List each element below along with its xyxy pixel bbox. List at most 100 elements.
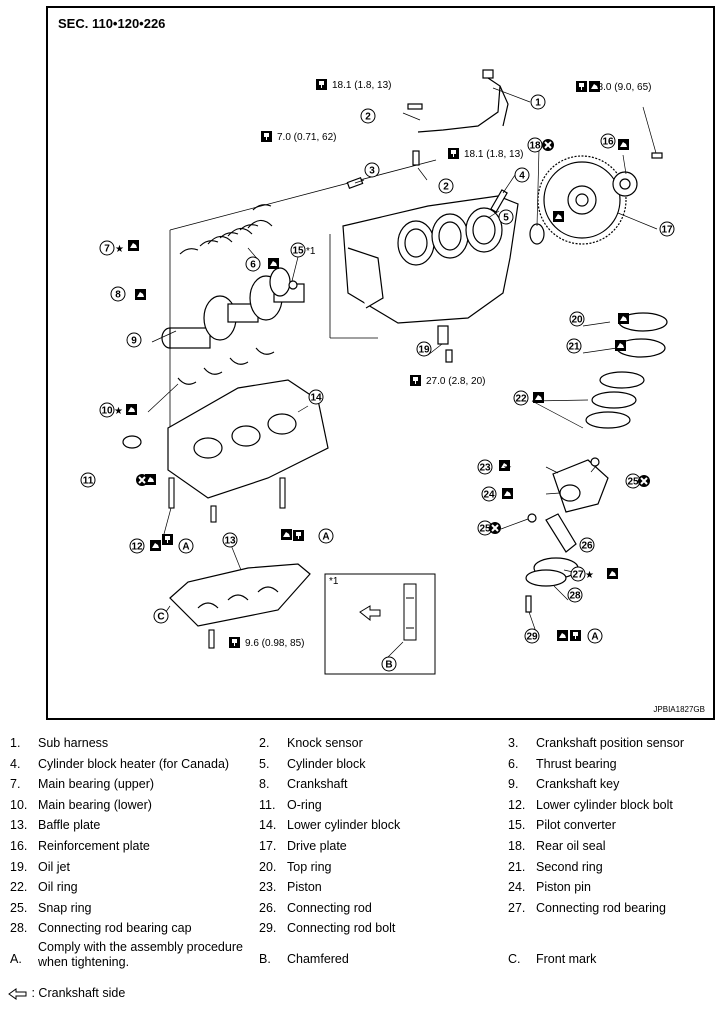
svg-text:C: C — [157, 612, 164, 623]
part-balloon-22: 22 — [513, 390, 529, 406]
svg-text:1: 1 — [535, 98, 541, 109]
svg-text:16: 16 — [602, 137, 614, 148]
legend-item-label: Thrust bearing — [536, 756, 617, 771]
part-balloon-27: 27 — [570, 566, 586, 582]
svg-text:25: 25 — [479, 524, 491, 535]
legend-row: 4.Cylinder block heater (for Canada)5.Cy… — [0, 757, 721, 777]
legend-item-number: 23. — [259, 880, 277, 895]
part-balloon-5: 5 — [498, 209, 514, 225]
torque-wrench-icon — [448, 148, 459, 159]
legend-item-number: 1. — [10, 736, 21, 750]
svg-text:A: A — [182, 542, 189, 553]
legend-item-label: Connecting rod bolt — [287, 921, 396, 936]
letter-balloon-c: C — [153, 608, 169, 624]
svg-text:22: 22 — [515, 394, 527, 405]
star-mark-icon: ★ — [503, 463, 512, 474]
part-balloon-3: 3 — [364, 162, 380, 178]
crankshaft — [161, 267, 305, 349]
legend-item-number: 26. — [259, 900, 277, 915]
oil-icon — [589, 81, 600, 92]
oil-icon — [533, 392, 544, 403]
legend-item-number: 29. — [259, 921, 277, 936]
part-balloon-9: 9 — [126, 332, 142, 348]
oil-icon — [615, 340, 626, 351]
part-balloon-28: 28 — [567, 587, 583, 603]
oil-icon — [268, 258, 279, 269]
legend-item-number: 11. — [259, 797, 276, 812]
legend-item-label: Main bearing (upper) — [38, 777, 155, 792]
oil-icon — [126, 404, 137, 415]
part-balloon-17: 17 — [659, 221, 675, 237]
oil-icon — [618, 139, 629, 150]
oil-icon — [281, 529, 292, 540]
legend-item-label: Drive plate — [287, 839, 347, 853]
svg-text:29: 29 — [526, 632, 538, 643]
svg-text:5: 5 — [503, 213, 509, 224]
replace-part-icon — [541, 138, 555, 152]
inset-star-note: *1 — [329, 576, 339, 587]
crankshaft-side-note: : Crankshaft side — [8, 986, 125, 1000]
svg-text:B: B — [385, 660, 392, 671]
oil-icon — [150, 540, 161, 551]
legend-item-label: Piston — [287, 880, 322, 895]
replace-part-icon — [135, 473, 149, 487]
lower-cylinder-block — [167, 379, 329, 499]
torque-value-t5: 27.0 (2.8, 20) — [426, 376, 485, 387]
legend-item-label: Baffle plate — [38, 818, 101, 833]
legend-item-number: 12. — [508, 797, 526, 812]
svg-text:8: 8 — [115, 290, 121, 301]
torque-wrench-icon — [570, 630, 581, 641]
torque-value-t6: 9.6 (0.98, 85) — [245, 638, 304, 649]
svg-text:12: 12 — [131, 542, 143, 553]
pilot-converter-inset — [324, 573, 436, 675]
legend-item-number: 9. — [508, 777, 519, 792]
svg-text:21: 21 — [568, 342, 580, 353]
legend-item-number: 15. — [508, 818, 526, 833]
part-balloon-29: 29 — [524, 628, 540, 644]
replace-part-icon — [637, 474, 651, 488]
legend-item-label: Oil jet — [38, 859, 70, 874]
svg-text:20: 20 — [571, 315, 583, 326]
oil-icon — [502, 488, 513, 499]
connecting-rod — [525, 513, 579, 613]
star-mark-icon: ★ — [115, 244, 124, 255]
oil-icon — [553, 211, 564, 222]
svg-text:2: 2 — [365, 112, 371, 123]
torque-wrench-icon — [293, 530, 304, 541]
legend-item-label: Second ring — [536, 859, 603, 874]
svg-text:17: 17 — [661, 225, 673, 236]
legend-item-label: Crankshaft — [287, 777, 348, 792]
part-balloon-21: 21 — [566, 338, 582, 354]
legend-item-number: 10. — [10, 797, 28, 812]
legend-item-label: Piston pin — [536, 880, 591, 895]
legend-item-label: Snap ring — [38, 900, 92, 915]
legend-item-label: Oil ring — [38, 880, 78, 895]
letter-balloon-a: A — [178, 538, 194, 554]
legend-item-number: 5. — [259, 756, 270, 771]
part-balloon-7: 7 — [99, 240, 115, 256]
legend-item-label: Connecting rod bearing cap — [38, 921, 192, 936]
legend-item-number: 21. — [508, 859, 526, 874]
torque-value-t2: 7.0 (0.71, 62) — [277, 132, 336, 143]
part-balloon-2: 2 — [438, 178, 454, 194]
svg-text:A: A — [591, 632, 598, 643]
oil-icon — [607, 568, 618, 579]
torque-wrench-icon — [316, 79, 327, 90]
part-balloon-15: 15 — [290, 242, 306, 258]
exploded-view-diagram: SEC. 110•120•226 — [46, 6, 715, 720]
legend-item-number: 2. — [259, 736, 270, 750]
svg-text:11: 11 — [83, 476, 94, 487]
crankshaft-side-arrow-icon — [8, 987, 27, 1000]
legend-item-number: 25. — [10, 900, 28, 915]
drawing-reference-code: JPBIA1827GB — [653, 705, 705, 714]
legend-item-label: O-ring — [287, 797, 322, 812]
legend-item-number: 8. — [259, 777, 270, 792]
part-balloon-6: 6 — [245, 256, 261, 272]
legend-item-label: Sub harness — [38, 736, 109, 750]
svg-text:3: 3 — [369, 166, 375, 177]
